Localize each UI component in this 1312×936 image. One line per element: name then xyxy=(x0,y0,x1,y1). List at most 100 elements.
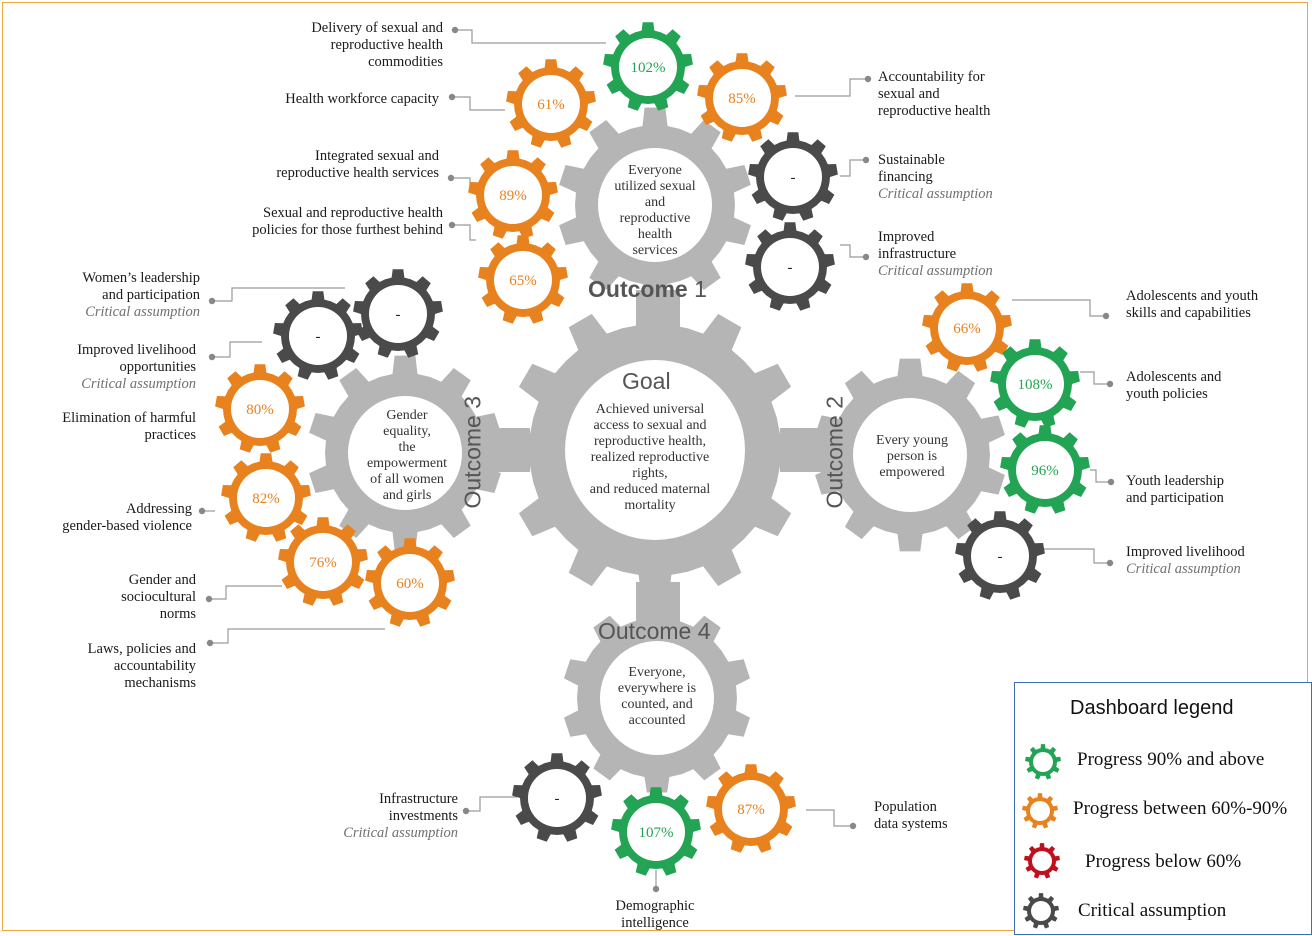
outcome-1-title-bold: Outcome xyxy=(588,276,688,302)
connector-dot-o3_norms xyxy=(205,595,213,603)
goal-title: Goal xyxy=(622,368,671,394)
label-text: Adolescents and youth skills and capabil… xyxy=(1126,288,1259,321)
output-gear-o2_livelihood xyxy=(955,511,1045,600)
connector-o4_infra xyxy=(466,796,517,812)
connector-o2_leadership xyxy=(1090,469,1111,483)
output-gear-o2_livelihood-hole xyxy=(971,527,1029,585)
output-gear-o3_gbv xyxy=(221,453,311,542)
output-gear-o4_demo-hole xyxy=(627,803,685,861)
connector-o1_policies xyxy=(452,224,476,241)
outcome-4-gear-hole xyxy=(600,641,714,755)
label-youth-leadership: Youth leadership and participation xyxy=(1126,473,1224,507)
outcome-2-gear-hole xyxy=(853,398,967,512)
output-value-o1_policies: 65% xyxy=(509,273,537,289)
output-gear-o1_financing xyxy=(748,132,838,221)
label-gbv: Addressing gender-based violence xyxy=(62,501,192,535)
legend-item-orange: Progress between 60%-90% xyxy=(1073,798,1288,819)
connector-dot-o4_demo xyxy=(652,885,660,893)
label-population: Population data systems xyxy=(874,799,948,833)
label-text: Delivery of sexual and reproductive heal… xyxy=(311,20,443,70)
output-gear-o3_laws xyxy=(365,538,455,627)
output-value-o3_harmful: 80% xyxy=(246,402,274,418)
connector-o1_workforce xyxy=(452,96,505,111)
outcome-4-gear xyxy=(564,603,750,793)
output-gear-o1_infra-hole xyxy=(761,238,819,296)
output-gear-o1_integrated xyxy=(468,150,558,239)
connector-o1_financing xyxy=(840,159,866,177)
output-gear-o3_livelihood xyxy=(273,291,363,380)
output-gear-o3_norms xyxy=(278,517,368,606)
legend-gear-orange-hole xyxy=(1030,801,1050,821)
output-value-o3_laws: 60% xyxy=(396,576,424,592)
label-text: Improved infrastructure xyxy=(878,229,957,262)
label-norms: Gender and sociocultural norms xyxy=(121,572,196,623)
output-gear-o1_delivery xyxy=(603,22,693,111)
label-text: Improved livelihood xyxy=(1126,544,1245,560)
output-gear-o3_gbv-hole xyxy=(237,469,295,527)
connector-dot-o3_laws xyxy=(206,639,214,647)
label-text: Adolescents and youth policies xyxy=(1126,369,1222,402)
connector-dot-o4_pop xyxy=(849,822,857,830)
connector-o2_skills xyxy=(1012,299,1106,317)
connector-o2_policies xyxy=(1080,371,1110,385)
label-text: Health workforce capacity xyxy=(285,91,439,107)
outcome-1-gear xyxy=(559,107,751,303)
outcome-2-title: Outcome 2 xyxy=(821,396,848,509)
output-gear-o2_skills-hole xyxy=(938,299,996,357)
output-gear-o1_policies-hole xyxy=(494,251,552,309)
legend-swatches xyxy=(1022,744,1061,929)
output-gear-o1_workforce-hole xyxy=(522,75,580,133)
label-text: Youth leadership and participation xyxy=(1126,473,1225,506)
label-text: Improved livelihood opportunities xyxy=(77,342,196,375)
output-gear-o2_policies-hole xyxy=(1006,355,1064,413)
outcome-3-title: Outcome 3 xyxy=(459,396,486,509)
connector-dot-o1_accountability xyxy=(864,75,872,83)
output-gear-o3_women_lead-hole xyxy=(369,285,427,343)
label-text: Elimination of harmful practices xyxy=(62,410,196,443)
critical-note: Critical assumption xyxy=(878,186,993,202)
legend-title: Dashboard legend xyxy=(1070,697,1234,719)
goal-gear-hole xyxy=(565,360,745,540)
critical-note: Critical assumption xyxy=(878,263,993,279)
legend-gear-red-hole xyxy=(1032,851,1052,871)
output-gear-o1_financing-hole xyxy=(764,148,822,206)
output-value-o3_gbv: 82% xyxy=(252,491,280,507)
connector-o2_livelihood xyxy=(1042,548,1110,564)
critical-note: Critical assumption xyxy=(343,825,458,841)
label-text: Demographic intelligence xyxy=(615,898,695,931)
connector-o4_pop xyxy=(806,809,853,827)
output-value-o2_skills: 66% xyxy=(953,321,981,337)
outcome-3-text: Gender equality, the empowerment of all … xyxy=(366,408,448,503)
output-gear-o4_pop xyxy=(706,764,796,853)
critical-note: Critical assumption xyxy=(85,304,200,320)
output-value-o3_norms: 76% xyxy=(309,555,337,571)
output-gear-o2_skills xyxy=(922,283,1012,372)
label-skills: Adolescents and youth skills and capabil… xyxy=(1126,288,1258,322)
legend-item-green: Progress 90% and above xyxy=(1077,749,1265,770)
output-gear-o4_pop-hole xyxy=(722,780,780,838)
outcome-2-text: Every young person is empowered xyxy=(876,433,948,480)
label-policies: Sexual and reproductive health policies … xyxy=(252,205,443,239)
output-value-o1_workforce: 61% xyxy=(537,97,565,113)
output-gear-o2_leadership-hole xyxy=(1016,441,1074,499)
outcome-3-gear-hole xyxy=(348,396,462,510)
label-delivery: Delivery of sexual and reproductive heal… xyxy=(311,20,443,71)
connector-dot-o2_skills xyxy=(1102,312,1110,320)
output-gear-o1_accountability-hole xyxy=(713,69,771,127)
output-gear-o1_policies xyxy=(478,235,568,324)
label-laws: Laws, policies and accountability mechan… xyxy=(88,641,196,692)
connector-dot-o2_livelihood xyxy=(1106,559,1114,567)
label-text: Accountability for sexual and reproducti… xyxy=(878,69,991,119)
goal-gear xyxy=(505,300,805,600)
output-value-o4_demo: 107% xyxy=(639,825,674,841)
output-gear-o3_women_lead xyxy=(353,269,443,358)
critical-note: Critical assumption xyxy=(1126,561,1241,577)
connector-dot-o1_policies xyxy=(448,221,456,229)
legend-gear-dark-hole xyxy=(1031,901,1051,921)
